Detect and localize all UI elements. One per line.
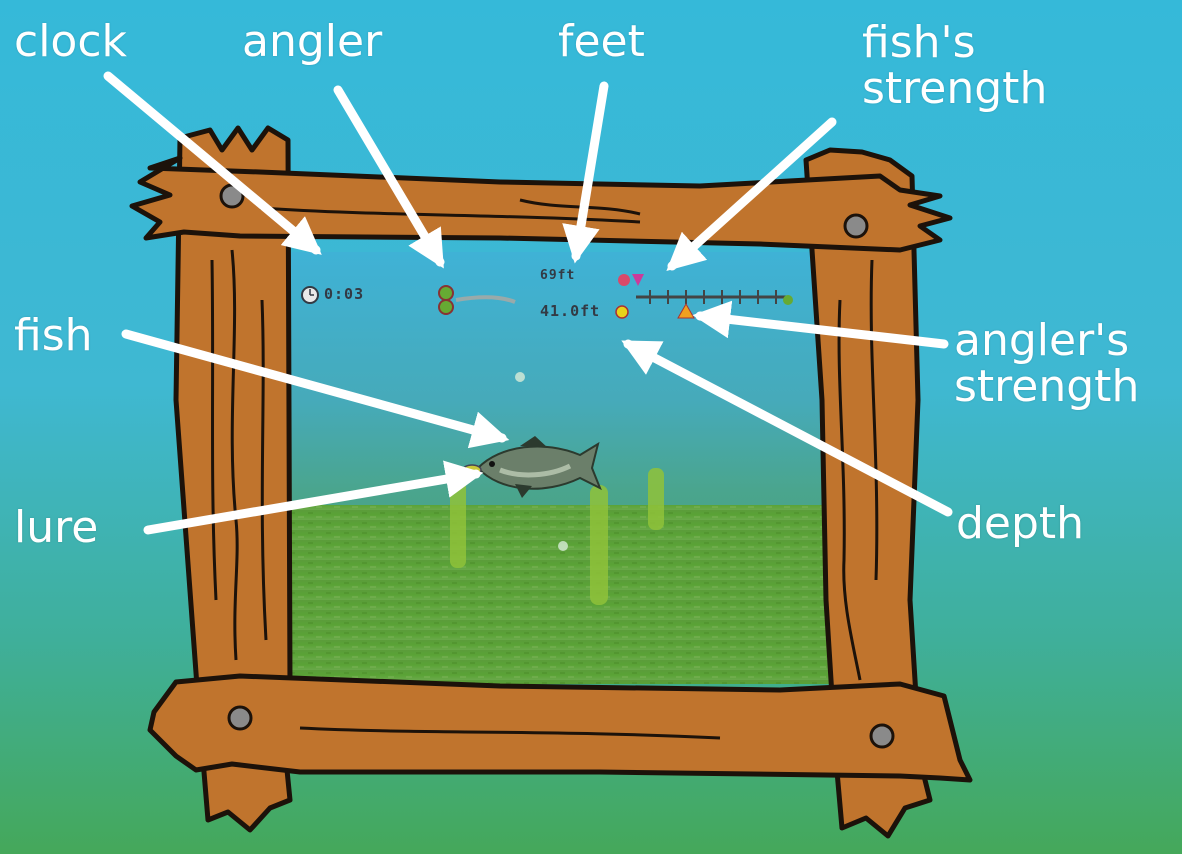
clock-icon <box>302 287 318 303</box>
angler-label: angler <box>242 20 382 64</box>
angler-strength-label: angler's strength <box>954 318 1139 410</box>
clock-label: clock <box>14 20 127 64</box>
fish-strength-label-line1: fish's <box>862 20 1047 66</box>
bolt-icon <box>229 707 251 729</box>
clock-readout: 0:03 <box>324 285 364 303</box>
bubble <box>558 541 568 551</box>
depth-readout: 41.0ft <box>540 302 600 320</box>
depth-label: depth <box>956 502 1084 546</box>
bolt-icon <box>871 725 893 747</box>
fish-label: fish <box>14 314 93 358</box>
angler-strength-label-line1: angler's <box>954 318 1139 364</box>
line-length-readout: 69ft <box>540 268 575 283</box>
bubble <box>515 372 525 382</box>
feet-label: feet <box>558 20 645 64</box>
fish-strength-label-line2: strength <box>862 66 1047 112</box>
angler-strength-label-line2: strength <box>954 364 1139 410</box>
bolt-icon <box>845 215 867 237</box>
fish-strength-label: fish's strength <box>862 20 1047 112</box>
lure-label: lure <box>14 506 98 550</box>
